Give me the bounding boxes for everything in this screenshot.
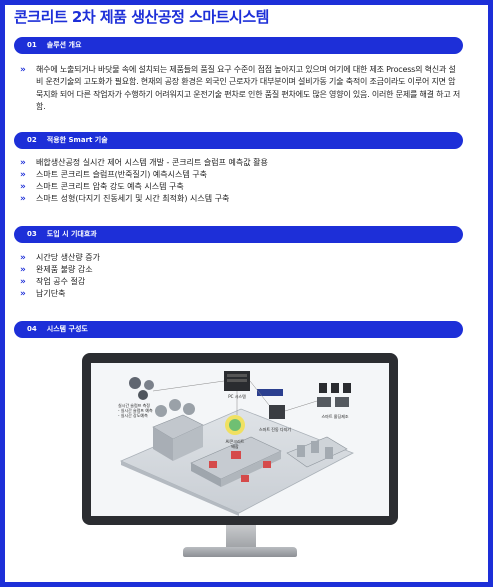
realtime-label: 실시간 슬럼프 측정- 실시간 슬럼프 예측- 실시간 강도예측: [118, 402, 153, 418]
mixer-tower-icon: [152, 399, 204, 461]
list-item: »시간당 생산량 증가: [20, 253, 100, 263]
vibrator-label: 스마트 진동 다지기: [259, 426, 291, 432]
page-title: 콘크리트 2차 제품 생산공정 스마트시스템: [14, 8, 269, 26]
curing-area-icon: [286, 436, 348, 468]
system-diagram: PC 시스템 실시간 슬럼프 측정- 실시간 슬럼프 예측- 실시간 강도예측 …: [91, 363, 389, 516]
system-diagram-svg: PC 시스템 실시간 슬럼프 측정- 실시간 슬럼프 예측- 실시간 강도예측 …: [118, 371, 354, 516]
list-item: »작업 공수 절감: [20, 277, 86, 287]
section-header-02: 02 적용한 Smart 기술: [14, 132, 463, 149]
sensor-cluster-icon: [129, 377, 154, 400]
double-chevron-icon: »: [20, 289, 26, 299]
list-item: »스마트 성형(다지기 진동세기 및 시간 최적화) 시스템 구축: [20, 194, 230, 204]
double-chevron-icon: »: [20, 194, 26, 204]
section-title: 시스템 구성도: [46, 325, 88, 333]
smart-tech-list: »배합생산공정 실시간 제어 시스템 개발 - 콘크리트 슬럼프 예측값 활용 …: [20, 157, 460, 205]
list-item: »스마트 콘크리트 슬럼프(반죽질기) 예측시스템 구축: [20, 170, 207, 180]
section-title: 솔루션 개요: [46, 41, 82, 49]
vibrator-icon: [269, 405, 285, 419]
network-switch-icon: [257, 389, 283, 396]
section-number: 02: [27, 136, 37, 144]
production-line-icon: [190, 436, 282, 487]
list-item: »완제품 불량 감소: [20, 265, 93, 275]
list-item: »배합생산공정 실시간 제어 시스템 개발 - 콘크리트 슬럼프 예측값 활용: [20, 158, 268, 168]
monitor-stand-neck: [226, 525, 256, 549]
overview-paragraph: » 해수에 노출되거나 바닷물 속에 설치되는 제품들의 품질 요구 수준이 점…: [20, 64, 460, 114]
monitor-stand-base: [183, 547, 297, 557]
double-chevron-icon: »: [20, 265, 26, 275]
double-chevron-icon: »: [20, 158, 26, 168]
section-title: 도입 시 기대효과: [46, 230, 97, 238]
double-chevron-icon: »: [20, 182, 26, 192]
connector-lines: [152, 380, 318, 415]
section-number: 01: [27, 41, 37, 49]
double-chevron-icon: »: [20, 170, 26, 180]
list-item: »납기단축: [20, 289, 66, 299]
overview-text: 해수에 노출되거나 바닷물 속에 설치되는 제품들의 품질 요구 수준이 점점 …: [36, 65, 460, 112]
double-chevron-icon: »: [20, 277, 26, 287]
section-header-01: 01 솔루션 개요: [14, 37, 463, 54]
section-header-04: 04 시스템 구성도: [14, 321, 463, 338]
double-chevron-icon: »: [20, 253, 26, 263]
double-chevron-icon: »: [20, 65, 26, 75]
factory-floor-edge: [121, 461, 239, 516]
mold-label: 스마트 몰딩제조: [321, 413, 348, 419]
list-item: »스마트 콘크리트 압축 강도 예측 시스템 구축: [20, 182, 184, 192]
section-number: 04: [27, 325, 37, 333]
mold-machine-icon: [317, 383, 351, 407]
section-header-03: 03 도입 시 기대효과: [14, 226, 463, 243]
effects-list: »시간당 생산량 증가 »완제품 불량 감소 »작업 공수 절감 »납기단축: [20, 252, 460, 300]
section-number: 03: [27, 230, 37, 238]
section-title: 적용한 Smart 기술: [46, 136, 108, 144]
